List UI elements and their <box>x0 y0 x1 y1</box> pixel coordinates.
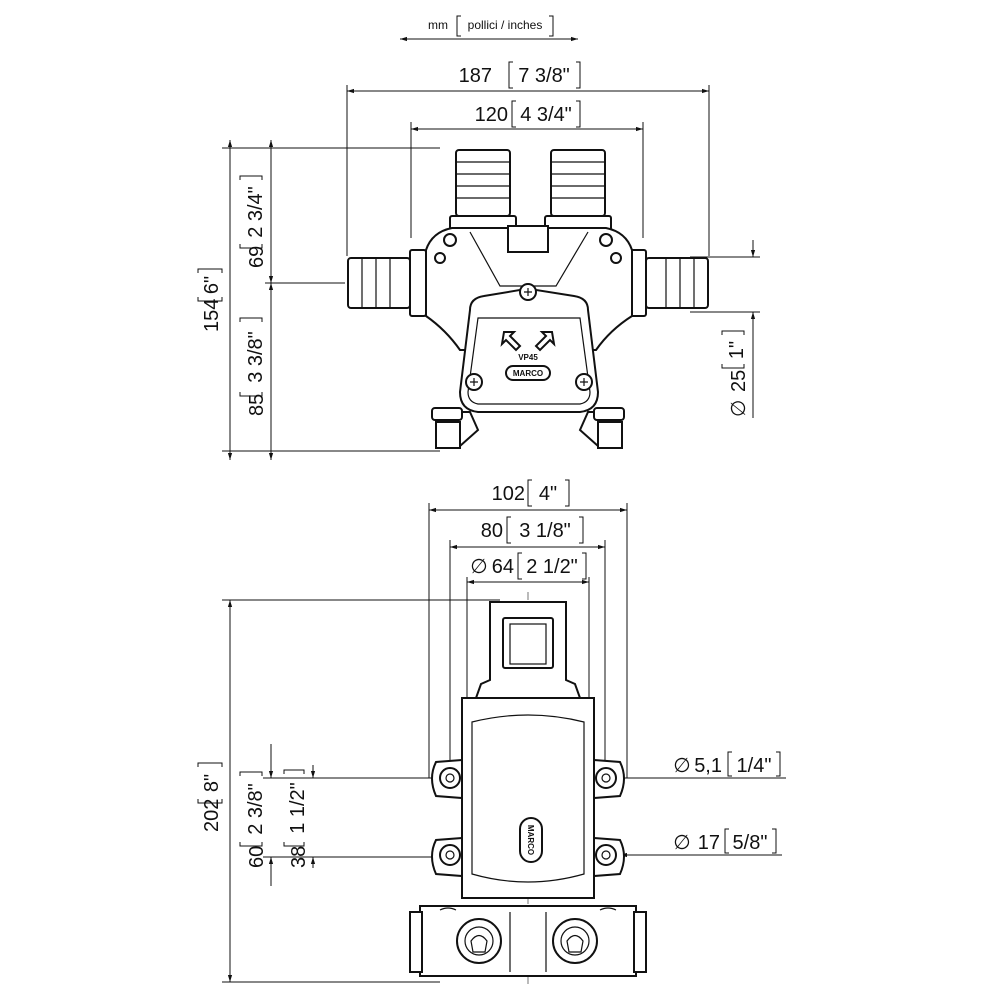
motor-brand-badge: MARCO <box>519 817 543 863</box>
manifold-bolt <box>443 233 457 247</box>
dim-grommet-mm: 17 <box>698 832 720 854</box>
dim-lower-height: 85 3 3/8" <box>239 283 274 460</box>
dim-grommet-diameter: ∅ 17 5/8" <box>620 828 782 858</box>
dim-outer-hole-spacing-in: 2 3/8" <box>245 783 267 835</box>
manifold-bolt <box>599 233 613 247</box>
dim-inner-hole-spacing-in: 1 1/2" <box>287 782 309 834</box>
brand-badge <box>505 365 551 381</box>
dim-lower-height-mm: 85 <box>246 394 268 416</box>
dim-upper-height-mm: 69 <box>246 246 268 268</box>
top-view: 187 7 3/8" 120 4 3/4" 154 6" 69 2 3/4" <box>197 61 760 460</box>
dim-body-diameter: ∅ 64 2 1/2" <box>467 552 589 585</box>
dim-overall-width-in: 7 3/8" <box>518 65 570 87</box>
pump-head <box>458 285 600 413</box>
dim-inner-width-mm: 120 <box>475 104 508 126</box>
bottom-view: 102 4" 80 3 1/8" ∅ 64 2 1/2" 202 8" <box>197 479 786 985</box>
dim-overall-width: 187 7 3/8" <box>347 61 709 94</box>
brand-label: MARCO <box>513 369 543 378</box>
top-right-hose-barb <box>544 149 612 231</box>
units-mm-label: mm <box>428 18 448 32</box>
dim-hole-spacing-width: 80 3 1/8" <box>450 516 605 550</box>
dim-hole-spacing-width-mm: 80 <box>481 520 503 542</box>
mount-hole <box>439 767 461 789</box>
left-side-hose-barb <box>347 249 427 317</box>
mount-hole <box>439 844 461 866</box>
dim-overall-width-mm: 187 <box>459 65 492 87</box>
dim-mount-hole-diameter: ∅ 5,1 1/4" <box>616 751 786 781</box>
pump-bottom-view: MARCO <box>409 592 647 985</box>
switch-button <box>502 617 554 669</box>
dim-grommet-prefix: ∅ <box>673 832 690 854</box>
port-opening <box>552 918 598 964</box>
dim-port-diameter-in: 1" <box>726 341 748 359</box>
dim-overall-length: 202 8" <box>197 600 233 982</box>
right-side-hose-barb <box>629 249 709 317</box>
units-legend: mm pollici / inches <box>400 15 578 42</box>
dim-port-diameter: ∅ 25 1" <box>721 240 756 418</box>
top-left-hose-barb <box>449 149 517 231</box>
dim-outer-hole-spacing-mm: 60 <box>246 846 268 868</box>
dim-overall-height-in: 6" <box>201 276 223 294</box>
dim-bottom-overall-width-in: 4" <box>539 483 557 505</box>
dim-inner-width: 120 4 3/4" <box>411 100 643 132</box>
dim-upper-height-in: 2 3/4" <box>245 186 267 238</box>
dim-bottom-overall-width-mm: 102 <box>492 483 525 505</box>
dim-overall-length-mm: 202 <box>201 799 223 832</box>
dim-inner-hole-spacing-mm: 38 <box>288 846 310 868</box>
dim-mount-hole-prefix: ∅ <box>673 755 690 777</box>
units-inches-label: pollici / inches <box>468 18 543 32</box>
dim-overall-height: 154 6" <box>197 140 233 460</box>
bottom-manifold <box>419 905 637 977</box>
dim-body-diameter-in: 2 1/2" <box>526 556 578 578</box>
dim-overall-length-in: 8" <box>201 774 223 792</box>
dim-hole-spacing-width-in: 3 1/8" <box>519 520 571 542</box>
motor-body <box>461 697 595 899</box>
port-opening <box>456 918 502 964</box>
manifold-bolt <box>434 252 446 264</box>
motor-brand-label: MARCO <box>526 825 535 855</box>
dim-lower-height-in: 3 3/8" <box>245 331 267 383</box>
dim-inner-width-in: 4 3/4" <box>520 104 572 126</box>
dim-grommet-in: 5/8" <box>733 832 768 854</box>
manifold-bolt <box>610 252 622 264</box>
dim-body-diameter-mm: 64 <box>492 556 514 578</box>
dim-mount-hole-mm: 5,1 <box>694 755 722 777</box>
dim-port-diameter-prefix: ∅ <box>728 400 750 417</box>
dim-upper-height: 69 2 3/4" <box>239 140 274 283</box>
mount-hole <box>595 767 617 789</box>
dim-outer-hole-spacing: 60 2 3/8" <box>239 744 274 886</box>
dim-bottom-overall-width: 102 4" <box>429 479 627 513</box>
flow-arrow-icon <box>534 331 556 352</box>
flow-arrow-icon <box>500 331 522 352</box>
dim-overall-height-mm: 154 <box>201 299 223 332</box>
pump-top-view: VP45 MARCO <box>347 149 709 449</box>
mount-hole <box>595 844 617 866</box>
dim-port-diameter-mm: 25 <box>728 370 750 392</box>
dim-mount-hole-in: 1/4" <box>737 755 772 777</box>
dim-inner-hole-spacing: 38 1 1/2" <box>283 765 316 868</box>
model-label: VP45 <box>518 353 538 362</box>
dim-body-diameter-prefix: ∅ <box>470 556 487 578</box>
